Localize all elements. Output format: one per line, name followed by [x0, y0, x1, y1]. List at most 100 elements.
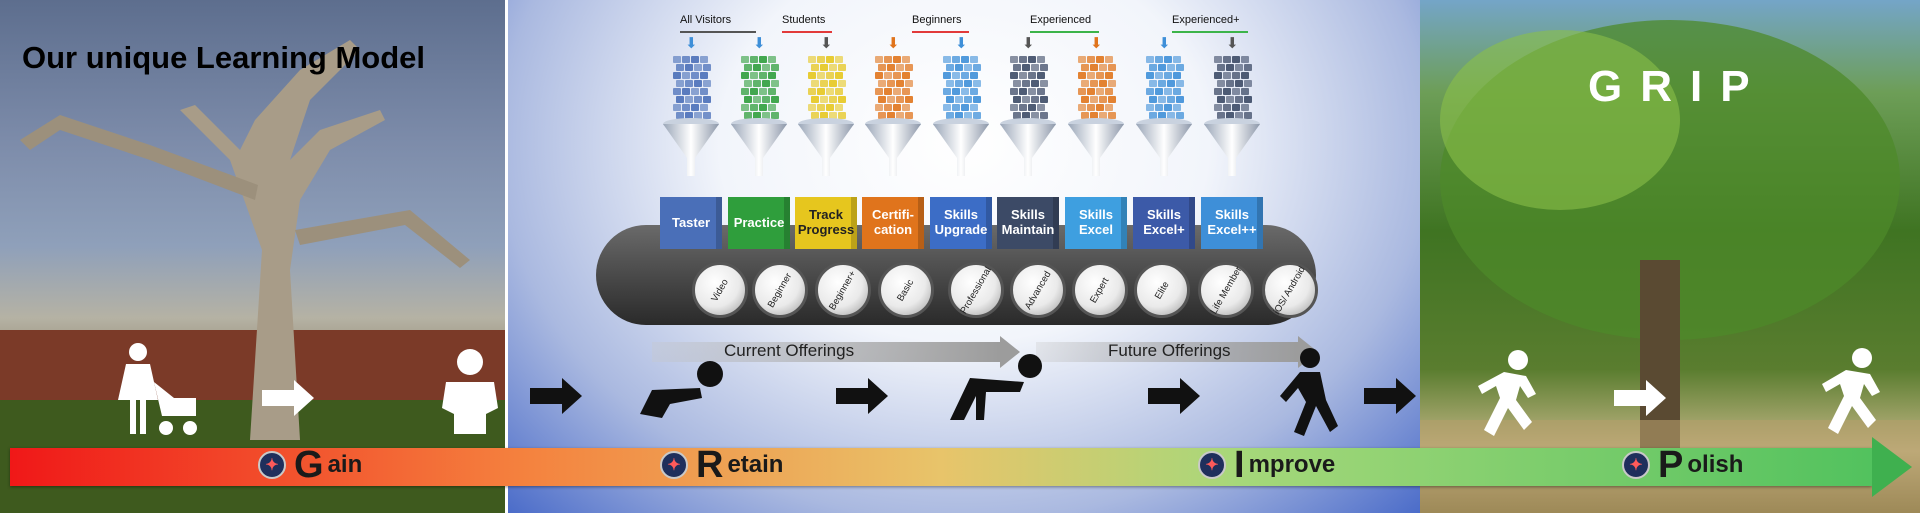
data-cube — [1010, 72, 1018, 79]
down-arrow-icon: ⬇ — [753, 35, 766, 52]
data-cube — [829, 80, 837, 87]
data-cube — [676, 80, 684, 87]
data-cube — [835, 72, 843, 79]
data-cube — [1164, 88, 1172, 95]
data-cube — [1146, 88, 1154, 95]
data-cube — [817, 88, 825, 95]
data-cube — [1173, 56, 1181, 63]
data-cube — [685, 64, 693, 71]
data-cube — [741, 88, 749, 95]
data-cube — [1214, 56, 1222, 63]
data-cube — [838, 112, 846, 119]
data-cube — [1241, 72, 1249, 79]
funnel-icon — [1204, 118, 1260, 176]
data-cube — [973, 64, 981, 71]
data-cube — [1173, 72, 1181, 79]
data-cube — [896, 112, 904, 119]
data-cube — [682, 88, 690, 95]
audience-label: Experienced+ — [1172, 14, 1240, 26]
data-cube — [878, 64, 886, 71]
data-cube — [685, 112, 693, 119]
data-cube — [970, 88, 978, 95]
data-cube — [1167, 80, 1175, 87]
data-cube — [1146, 104, 1154, 111]
data-cube — [1087, 104, 1095, 111]
data-cube — [838, 80, 846, 87]
data-cube — [1226, 112, 1234, 119]
data-cube — [1158, 96, 1166, 103]
data-cube — [1214, 72, 1222, 79]
compass-icon: ✦ — [1622, 451, 1650, 479]
data-cube — [896, 80, 904, 87]
data-cube — [893, 72, 901, 79]
data-cube — [1090, 80, 1098, 87]
data-cube — [1022, 64, 1030, 71]
data-cube — [744, 96, 752, 103]
data-cube — [1149, 64, 1157, 71]
data-cube — [1105, 72, 1113, 79]
data-cube — [896, 96, 904, 103]
compass-icon: ✦ — [1198, 451, 1226, 479]
roller-label: Professional — [958, 264, 994, 316]
data-cube — [1040, 112, 1048, 119]
data-cube — [771, 96, 779, 103]
data-cube — [884, 56, 892, 63]
data-cube — [820, 80, 828, 87]
data-cube — [700, 88, 708, 95]
roller: Video — [692, 262, 748, 318]
data-cube — [694, 96, 702, 103]
stage-initial: G — [294, 444, 324, 486]
compass-icon: ✦ — [660, 451, 688, 479]
current-offerings-arrow — [652, 336, 1020, 368]
funnel-icon — [798, 118, 854, 176]
data-cube — [1241, 88, 1249, 95]
data-cube — [878, 112, 886, 119]
walking-person-icon — [1280, 348, 1338, 436]
data-cube — [1019, 72, 1027, 79]
grip-title: GRIP — [1588, 62, 1768, 111]
data-cube — [1158, 112, 1166, 119]
data-cube — [952, 56, 960, 63]
data-cube — [771, 112, 779, 119]
data-cube — [1013, 96, 1021, 103]
down-arrow-icon: ⬇ — [887, 35, 900, 52]
data-cube — [955, 96, 963, 103]
data-cube — [946, 80, 954, 87]
data-cube — [952, 104, 960, 111]
right-arrow-icon — [1614, 380, 1666, 416]
data-cube — [1223, 88, 1231, 95]
data-cube — [1031, 112, 1039, 119]
data-cube — [1037, 56, 1045, 63]
data-cube — [902, 72, 910, 79]
data-cube — [902, 104, 910, 111]
data-cube — [1031, 96, 1039, 103]
data-cube — [835, 88, 843, 95]
data-cube — [1108, 64, 1116, 71]
data-cube — [905, 96, 913, 103]
data-cube — [884, 104, 892, 111]
product-box: Skills Excel — [1065, 197, 1127, 249]
data-cube — [808, 88, 816, 95]
data-cube — [1078, 88, 1086, 95]
data-cube — [970, 104, 978, 111]
funnel-icon — [663, 118, 719, 176]
data-cube — [1105, 88, 1113, 95]
data-cube — [759, 72, 767, 79]
product-box: Track Progress — [795, 197, 857, 249]
down-arrow-icon: ⬇ — [1022, 35, 1035, 52]
data-cube — [884, 88, 892, 95]
roller: Beginner+ — [815, 262, 871, 318]
data-cube — [1081, 80, 1089, 87]
tree-illustration — [0, 40, 505, 513]
data-cube — [1037, 88, 1045, 95]
stage-initial: I — [1234, 444, 1245, 486]
down-arrow-icon: ⬇ — [685, 35, 698, 52]
data-cube — [875, 72, 883, 79]
data-cube — [744, 64, 752, 71]
data-cube — [952, 88, 960, 95]
funnel-icon — [1000, 118, 1056, 176]
data-cube — [964, 64, 972, 71]
data-cube — [750, 56, 758, 63]
data-cube — [744, 80, 752, 87]
data-cube — [1078, 104, 1086, 111]
